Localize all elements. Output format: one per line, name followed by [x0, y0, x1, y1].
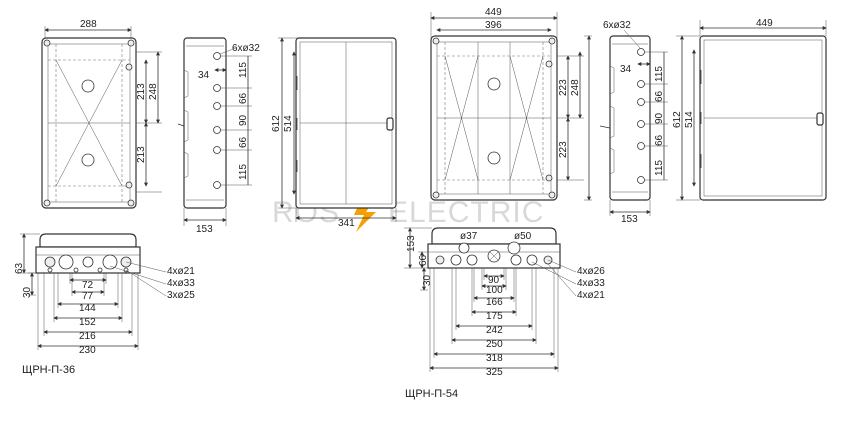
small-hole-label-3: 3xø25 — [167, 290, 195, 301]
large-side-view: 6xø32 34 115 66 90 66 115 153 — [599, 20, 668, 225]
large-dim-175: 175 — [486, 311, 503, 322]
large-hole-label-3: 4xø21 — [577, 290, 605, 301]
large-side-gap-5: 115 — [654, 160, 665, 176]
small-pitch-a: 213 — [136, 83, 147, 100]
small-door-view: 612 514 341 — [271, 37, 397, 229]
large-door-width: 449 — [756, 18, 773, 29]
large-dim-250: 250 — [486, 339, 503, 350]
large-height-inner: 514 — [684, 111, 695, 128]
large-dim-242: 242 — [486, 325, 503, 336]
large-hole-a: ø37 — [460, 231, 478, 242]
small-dim-77: 77 — [82, 291, 94, 302]
large-bottom-low: 30 — [422, 274, 433, 286]
large-depth: 153 — [621, 214, 638, 225]
large-side-gap-3: 90 — [654, 112, 665, 124]
large-side-holes: 6xø32 — [603, 20, 631, 31]
large-side-offset: 34 — [620, 64, 632, 75]
small-dim-72: 72 — [82, 280, 94, 291]
large-hole-b: ø50 — [514, 231, 532, 242]
small-pitch-b: 248 — [148, 83, 159, 100]
small-height-inner: 514 — [283, 115, 294, 132]
large-dim-90: 90 — [488, 275, 500, 286]
large-dim-318: 318 — [486, 353, 503, 364]
large-height-outer: 612 — [672, 111, 683, 128]
small-side-gap-2: 66 — [238, 92, 249, 104]
small-height-outer: 612 — [271, 115, 282, 132]
large-dim-325: 325 — [486, 367, 503, 378]
large-side-gap-4: 66 — [654, 134, 665, 146]
small-side-gap-4: 66 — [238, 136, 249, 148]
small-dim-230: 230 — [79, 345, 96, 356]
small-model-caption: ЩРН-П-36 — [22, 364, 75, 376]
large-hole-label-1: 4xø26 — [577, 266, 605, 277]
watermark-right-text: ELECTRIC — [388, 196, 544, 229]
large-pitch-b: 248 — [570, 79, 581, 96]
small-dim-216: 216 — [79, 331, 96, 342]
large-front-inner: 396 — [485, 20, 502, 31]
small-door-width: 341 — [338, 218, 355, 229]
small-bottom-low: 30 — [22, 286, 33, 298]
large-door-view: 449 612 514 — [672, 18, 827, 201]
small-side-holes: 6xø32 — [232, 43, 260, 54]
large-side-gap-2: 66 — [654, 90, 665, 102]
large-side-gap-1: 115 — [654, 66, 665, 82]
large-bottom-mid: 66 — [418, 254, 429, 266]
small-side-gap-1: 115 — [238, 62, 249, 78]
large-pitch-c: 223 — [558, 141, 569, 158]
small-bottom-height: 63 — [14, 262, 25, 274]
small-side-gap-5: 115 — [238, 164, 249, 180]
small-bottom-view: 63 30 72 77 144 152 216 230 4xø21 4xø33 … — [14, 233, 195, 356]
small-pitch-c: 213 — [136, 146, 147, 163]
large-hole-label-2: 4xø33 — [577, 278, 605, 289]
small-front-width: 288 — [80, 19, 97, 30]
large-model-caption: ЩРН-П-54 — [405, 388, 458, 400]
large-front-view: 449 396 223 248 223 — [430, 7, 592, 201]
large-pitch-a: 223 — [558, 79, 569, 96]
small-side-offset: 34 — [198, 70, 210, 81]
large-dim-100: 100 — [486, 285, 503, 296]
large-dim-166: 166 — [486, 297, 503, 308]
small-side-view: 6xø32 34 115 66 90 66 115 153 — [177, 37, 260, 235]
large-bottom-height: 153 — [406, 235, 417, 252]
small-dim-152: 152 — [79, 317, 96, 328]
large-front-outer: 449 — [485, 7, 502, 18]
large-bottom-view: ø37 ø50 153 66 30 90 100 166 175 242 250… — [404, 227, 605, 378]
small-hole-label-1: 4xø21 — [167, 266, 195, 277]
small-side-gap-3: 90 — [238, 114, 249, 126]
small-hole-label-2: 4xø33 — [167, 278, 195, 289]
small-dim-144: 144 — [79, 303, 96, 314]
small-front-view: 288 213 248 213 — [41, 19, 162, 209]
small-depth: 153 — [196, 224, 213, 235]
